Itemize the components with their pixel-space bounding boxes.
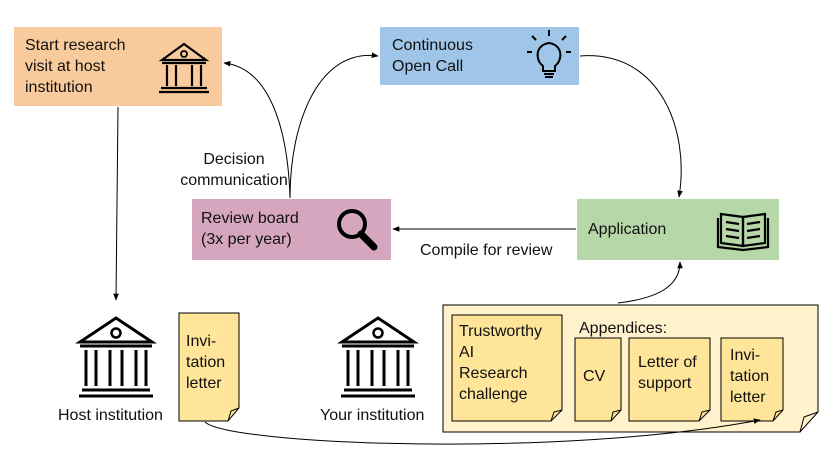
arrow-to-start-visit [223,60,291,199]
appendices-title: Appendices: [579,320,668,337]
open-call-box [380,27,579,85]
support-letter-doc [628,337,711,422]
lightbulb-icon [527,30,571,78]
your-institution-label: Your institution [320,407,425,424]
arrow-start-to-host [113,106,119,301]
support-doc-label: Letter of support [638,354,697,392]
open-book-icon [716,212,770,252]
challenge-doc [451,314,563,422]
invitation-letter-doc [720,337,784,422]
open-call-label: Continuous Open Call [392,37,473,75]
magnifier-icon [337,209,378,251]
decision-communication-label: Decision communication [180,151,288,189]
your-institution-icon [337,316,419,398]
host-institution-label: Host institution [58,407,163,424]
review-board-box [192,199,391,260]
host-letter-doc [178,312,240,422]
arrow-to-open-call [289,52,379,199]
invitation-doc-label: Invi- tation letter [730,347,770,406]
arrow-host-letter-to-invitation [204,418,761,445]
compile-for-review-label: Compile for review [420,242,553,259]
host-letter-label: Invi- tation letter [186,333,226,392]
review-board-label: Review board (3x per year) [201,210,299,248]
arrow-folder-to-application [617,261,683,304]
institution-icon [158,42,210,94]
host-institution-icon [75,316,157,398]
start-visit-label: Start research visit at host institution [25,37,126,96]
cv-doc [574,337,622,422]
application-label: Application [588,221,667,238]
arrow-open-call-to-application [579,55,683,198]
cv-doc-label: CV [583,368,606,385]
challenge-doc-label: Trustworthy AI Research challenge [459,323,542,403]
